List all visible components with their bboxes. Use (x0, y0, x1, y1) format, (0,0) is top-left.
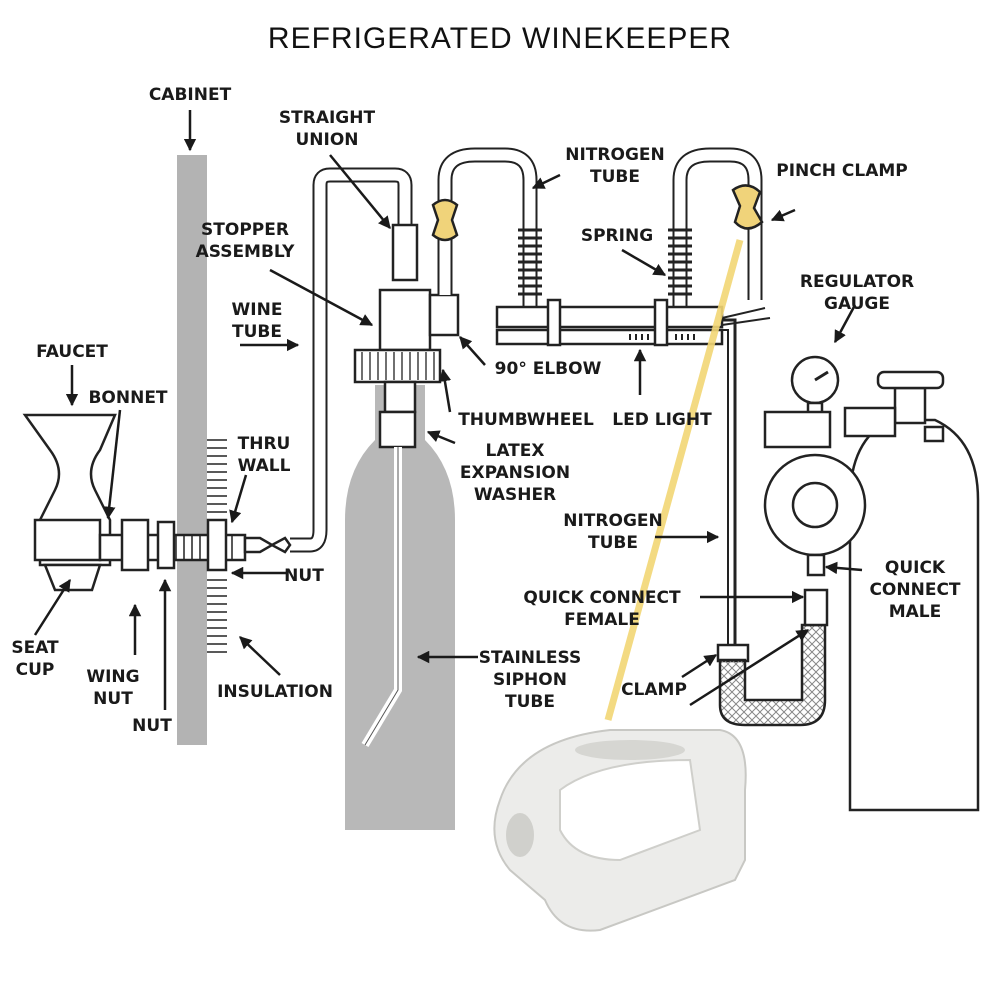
label-insulation: INSULATION (217, 682, 333, 702)
label-regulator-gauge-2: GAUGE (824, 294, 890, 314)
quick-connect-female-part (803, 588, 829, 627)
elbow-part (428, 293, 460, 337)
label-wine-tube-2: TUBE (232, 322, 282, 342)
thumbwheel-part (353, 348, 442, 384)
label-faucet: FAUCET (36, 342, 108, 362)
label-quick-connect-male-2: CONNECT (869, 580, 960, 600)
label-latex-washer-1: LATEX (486, 441, 545, 461)
regulator-inlet (763, 410, 832, 449)
label-clamp: CLAMP (621, 680, 687, 700)
label-quick-connect-female-1: QUICK CONNECT (523, 588, 681, 608)
label-thru-wall-2: WALL (238, 456, 291, 476)
label-stopper-assembly-2: ASSEMBLY (196, 242, 296, 262)
label-nut-bottom: NUT (132, 716, 172, 736)
insulation-graphic (207, 439, 227, 653)
label-regulator-gauge-1: REGULATOR (800, 272, 914, 292)
thumbwheel-ridges (361, 352, 435, 380)
label-latex-washer-3: WASHER (474, 485, 556, 505)
stopper-neck (383, 380, 417, 414)
label-seat-cup-1: SEAT (11, 638, 59, 658)
tube-barb (243, 536, 292, 554)
callout-arrows (33, 110, 863, 710)
label-bonnet: BONNET (88, 388, 167, 408)
tube-clamp-part (716, 643, 750, 663)
label-stainless-tube-2: SIPHON (493, 670, 567, 690)
label-quick-connect-male-1: QUICK (885, 558, 946, 578)
nitrogen-loop-1 (437, 147, 538, 310)
label-wing-nut-2: NUT (93, 689, 133, 709)
braided-hose (718, 623, 827, 727)
manifold-tab-2 (653, 298, 669, 347)
label-pinch-clamp: PINCH CLAMP (776, 161, 907, 181)
label-nitrogen-tube-bottom-2: TUBE (588, 533, 638, 553)
seat-cup-part (43, 563, 102, 592)
label-nitrogen-tube-top-1: NITROGEN (565, 145, 665, 165)
nitrogen-loop-2-inner (674, 149, 761, 310)
label-nitrogen-tube-bottom-1: NITROGEN (563, 511, 663, 531)
label-nut-right: NUT (284, 566, 324, 586)
label-seat-cup-2: CUP (16, 660, 55, 680)
label-straight-union-2: UNION (295, 130, 358, 150)
wine-tube-inner (290, 169, 411, 551)
nut-outer-part (206, 518, 228, 572)
label-wing-nut-1: WING (86, 667, 139, 687)
led-wire (721, 307, 771, 326)
label-thumbwheel: THUMBWHEEL (458, 410, 594, 430)
wing-nut-part (120, 518, 150, 572)
spring-2 (668, 228, 692, 296)
label-90-elbow: 90° ELBOW (495, 359, 602, 379)
highlight-line (604, 239, 744, 721)
gauge-needle-icon (814, 370, 829, 382)
straight-union-part (391, 223, 419, 282)
nitrogen-loop-1-inner (439, 149, 536, 310)
cylinder-valve (893, 386, 927, 425)
diagram-title: REFRIGERATED WINEKEEPER (268, 22, 732, 55)
label-nitrogen-tube-top-2: TUBE (590, 167, 640, 187)
latex-washer-part (378, 410, 417, 449)
regulator-knob (791, 481, 839, 529)
label-stopper-assembly-1: STOPPER (201, 220, 289, 240)
label-quick-connect-male-3: MALE (889, 602, 942, 622)
cylinder-handle (876, 370, 945, 390)
label-wine-tube-1: WINE (232, 300, 283, 320)
pinch-clamp-1-icon (431, 198, 459, 242)
led-dots (629, 334, 695, 340)
nitrogen-cylinder (848, 418, 980, 812)
pinch-clamp-2-icon (731, 184, 764, 230)
pinch-clamp-photo (493, 729, 747, 932)
label-latex-washer-2: EXPANSION (460, 463, 570, 483)
quick-connect-male-part (806, 553, 826, 577)
cabinet-wall (177, 155, 207, 745)
regulator-connector (843, 406, 897, 438)
label-straight-union-1: STRAIGHT (279, 108, 376, 128)
spring-1 (518, 228, 542, 296)
label-cabinet: CABINET (149, 85, 232, 105)
label-thru-wall-1: THRU (238, 434, 291, 454)
siphon-tube-outline (364, 447, 399, 746)
label-led-light: LED LIGHT (612, 410, 712, 430)
label-quick-connect-female-2: FEMALE (564, 610, 640, 630)
nitrogen-tube-vertical-2 (722, 329, 729, 645)
faucet-bonnet (33, 518, 102, 562)
nitrogen-tube-vertical (722, 318, 737, 645)
cylinder-side-port (923, 425, 945, 443)
manifold-tab-1 (546, 298, 562, 347)
label-stainless-tube-3: TUBE (505, 692, 555, 712)
label-stainless-tube-1: STAINLESS (479, 648, 581, 668)
nut-inner-part (156, 520, 176, 570)
manifold-bar (495, 305, 724, 329)
label-spring: SPRING (581, 226, 653, 246)
stopper-assembly-part (378, 288, 432, 352)
